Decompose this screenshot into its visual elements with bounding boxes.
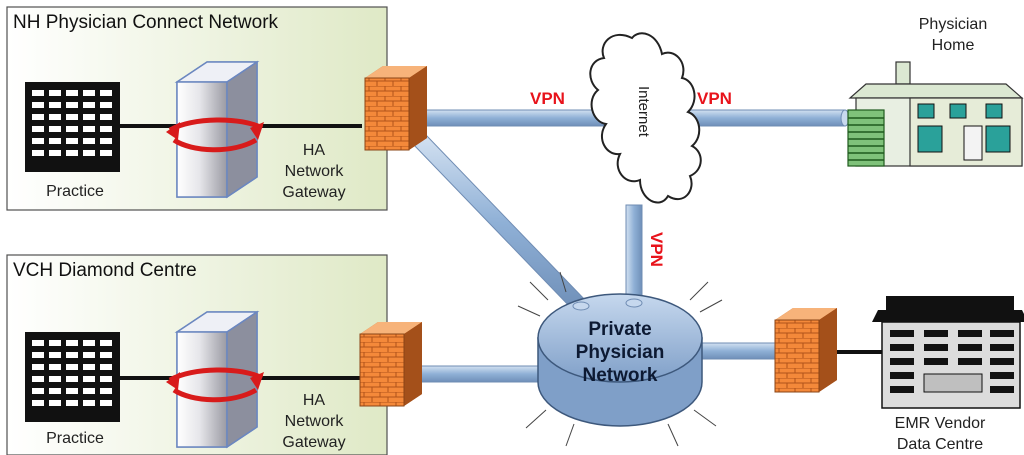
pipe-nh-to-internet (419, 109, 621, 127)
firewall-icon (359, 322, 422, 407)
physician-home-icon (847, 61, 1024, 167)
gateway-label-nh: HA Network Gateway (282, 142, 346, 201)
practice-building-icon (25, 332, 120, 422)
datacentre-label: EMR Vendor Data Centre (894, 415, 986, 453)
gateway-server-icon (166, 310, 264, 449)
hub-label: Private Physician Network (575, 319, 665, 386)
region-title-nh: NH Physician Connect Network (13, 12, 279, 33)
pipe-internet-to-home (669, 109, 850, 127)
pipe-hub-to-datacentre (694, 342, 786, 360)
practice-building-icon (25, 82, 120, 172)
pipe-vch-to-hub (411, 365, 553, 383)
data-centre-icon (872, 296, 1024, 409)
pipe-nh-to-hub (411, 134, 589, 312)
internet-cloud-icon (589, 32, 702, 204)
gateway-label-vch: HA Network Gateway (282, 392, 346, 451)
private-network-hub (517, 271, 723, 447)
vpn-label-left: VPN (530, 89, 565, 108)
pipe-internet-to-hub (625, 204, 643, 306)
practice-label-nh: Practice (46, 183, 104, 200)
firewall-icon (774, 308, 837, 393)
firewall-icon (364, 66, 427, 151)
gateway-server-icon (166, 60, 264, 199)
practice-label-vch: Practice (46, 430, 104, 447)
home-label: Physician Home (918, 16, 988, 54)
internet-label: Internet (635, 86, 652, 137)
region-title-vch: VCH Diamond Centre (13, 260, 197, 281)
vpn-label-vertical: VPN (647, 232, 666, 267)
vpn-label-right: VPN (697, 89, 732, 108)
